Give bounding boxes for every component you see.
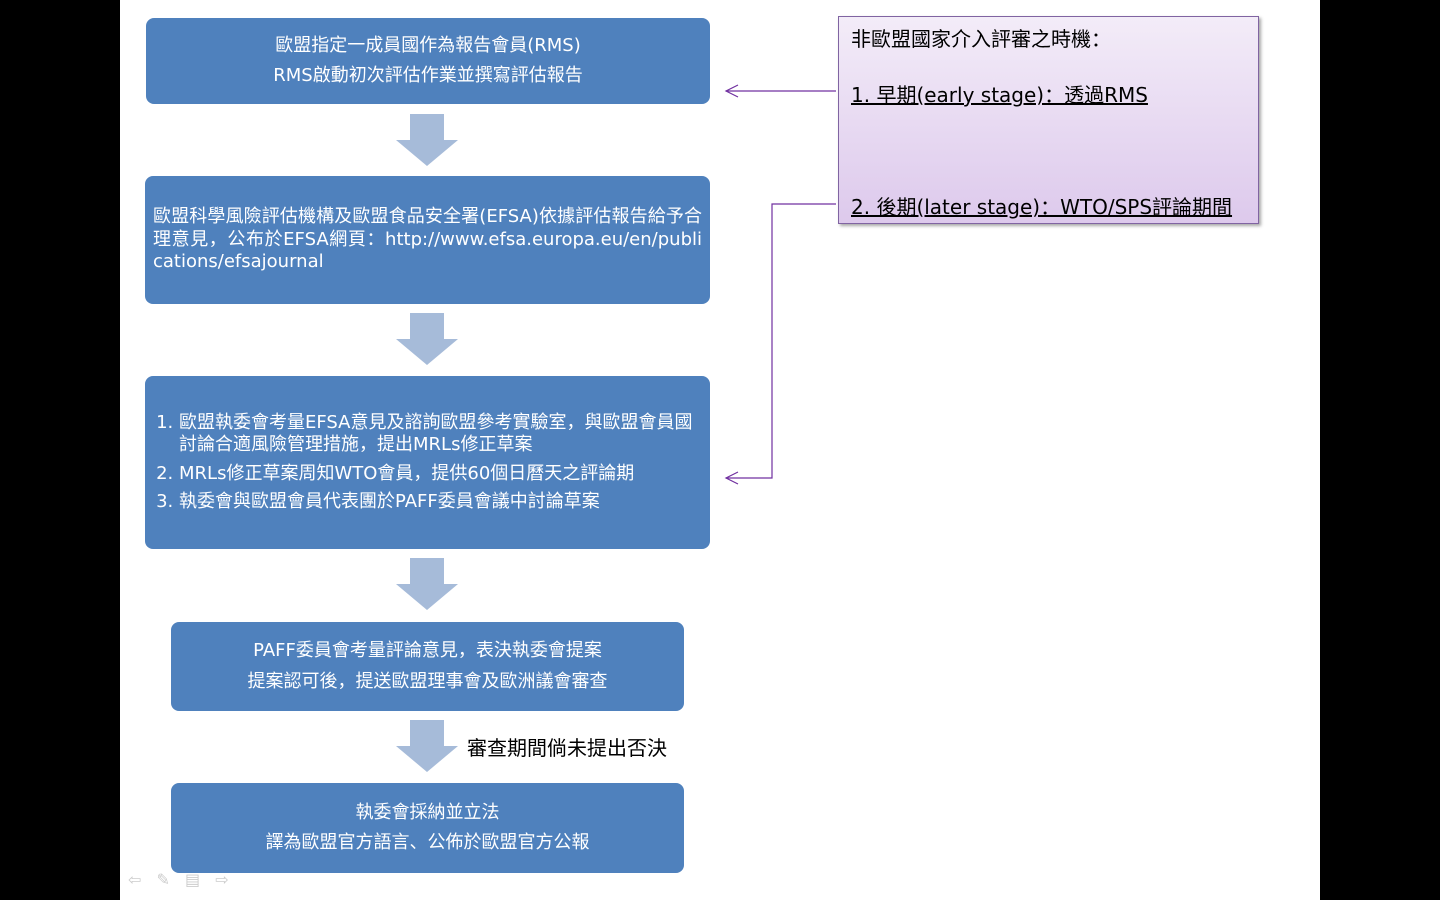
later-connector [724, 203, 836, 485]
note-early-stage: 1. 早期(early stage)：透過RMS [851, 83, 1148, 107]
efsa-box: 歐盟科學風險評估機構及歐盟食品安全署(EFSA)依據評估報告給予合理意見，公布於… [145, 176, 710, 304]
early-connector [724, 84, 836, 98]
pen-icon[interactable]: ✎ [156, 870, 170, 889]
menu-icon[interactable]: ▤ [185, 870, 201, 889]
note-title: 非歐盟國家介入評審之時機： [851, 27, 1111, 51]
note-box: 非歐盟國家介入評審之時機： 1. 早期(early stage)：透過RMS 2… [838, 16, 1259, 224]
efsa-text: 歐盟科學風險評估機構及歐盟食品安全署(EFSA)依據評估報告給予合理意見，公布於… [153, 206, 702, 273]
prev-icon[interactable]: ⇦ [128, 870, 142, 889]
commission-step-2: MRLs修正草案周知WTO會員，提供60個日曆天之評論期 [179, 463, 702, 486]
commission-steps: 歐盟執委會考量EFSA意見及諮詢歐盟參考實驗室，與歐盟會員國討論合適風險管理措施… [145, 406, 710, 520]
slide: 歐盟指定一成員國作為報告會員(RMS) RMS啟動初次評估作業並撰寫評估報告 歐… [120, 0, 1320, 900]
commission-step-1: 歐盟執委會考量EFSA意見及諮詢歐盟參考實驗室，與歐盟會員國討論合適風險管理措施… [179, 412, 702, 457]
paff-line-1: PAFF委員會考量評論意見，表決執委會提案 [253, 640, 602, 661]
note-later-stage: 2. 後期(later stage)：WTO/SPS評論期間 [851, 195, 1233, 219]
adopt-line-2: 譯為歐盟官方語言、公佈於歐盟官方公報 [265, 832, 590, 853]
paff-line-2: 提案認可後，提送歐盟理事會及歐洲議會審查 [247, 670, 608, 692]
commission-step-3: 執委會與歐盟會員代表團於PAFF委員會議中討論草案 [179, 491, 702, 514]
rms-line-1: 歐盟指定一成員國作為報告會員(RMS) [275, 34, 581, 56]
adopt-box: 執委會採納並立法 譯為歐盟官方語言、公佈於歐盟官方公報 [171, 783, 684, 873]
commission-box: 歐盟執委會考量EFSA意見及諮詢歐盟參考實驗室，與歐盟會員國討論合適風險管理措施… [145, 376, 710, 549]
rms-box: 歐盟指定一成員國作為報告會員(RMS) RMS啟動初次評估作業並撰寫評估報告 [146, 18, 710, 104]
arrow-label: 審查期間倘未提出否決 [467, 736, 667, 760]
rms-line-2: RMS啟動初次評估作業並撰寫評估報告 [273, 65, 583, 86]
adopt-line-1: 執委會採納並立法 [355, 801, 500, 823]
paff-box: PAFF委員會考量評論意見，表決執委會提案 提案認可後，提送歐盟理事會及歐洲議會… [171, 622, 684, 711]
slide-nav: ⇦ ✎ ▤ ⇨ [128, 870, 239, 889]
next-icon[interactable]: ⇨ [215, 870, 229, 889]
